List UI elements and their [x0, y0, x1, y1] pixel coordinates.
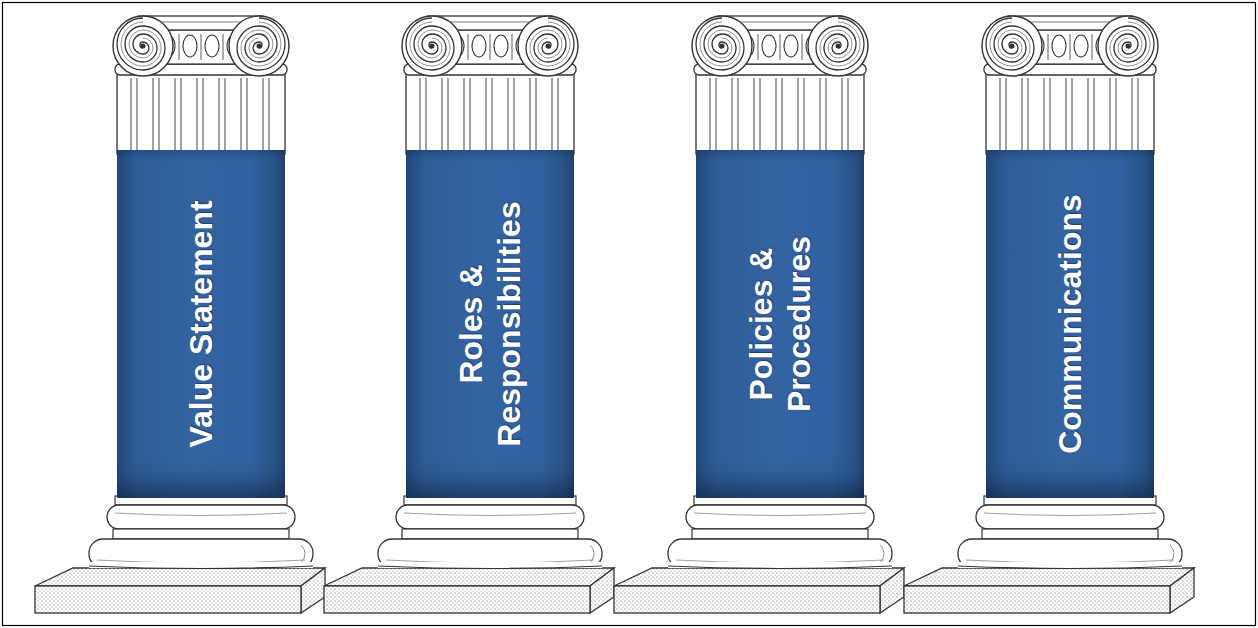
column-shaft: Policies & Procedures	[696, 150, 864, 498]
pillar-label: Communications	[1051, 194, 1089, 454]
rotated-label: Value Statement	[117, 174, 285, 474]
rotated-label: Policies & Procedures	[696, 174, 864, 474]
pillar-label: Roles & Responsibilities	[452, 174, 528, 474]
column-shaft: Roles & Responsibilities	[406, 150, 574, 498]
column-shaft: Communications	[986, 150, 1154, 498]
rotated-label: Roles & Responsibilities	[406, 174, 574, 474]
pillar-label: Value Statement	[182, 200, 220, 447]
pillar-label: Policies & Procedures	[742, 174, 818, 474]
rotated-label: Communications	[986, 174, 1154, 474]
column-shaft: Value Statement	[117, 150, 285, 498]
